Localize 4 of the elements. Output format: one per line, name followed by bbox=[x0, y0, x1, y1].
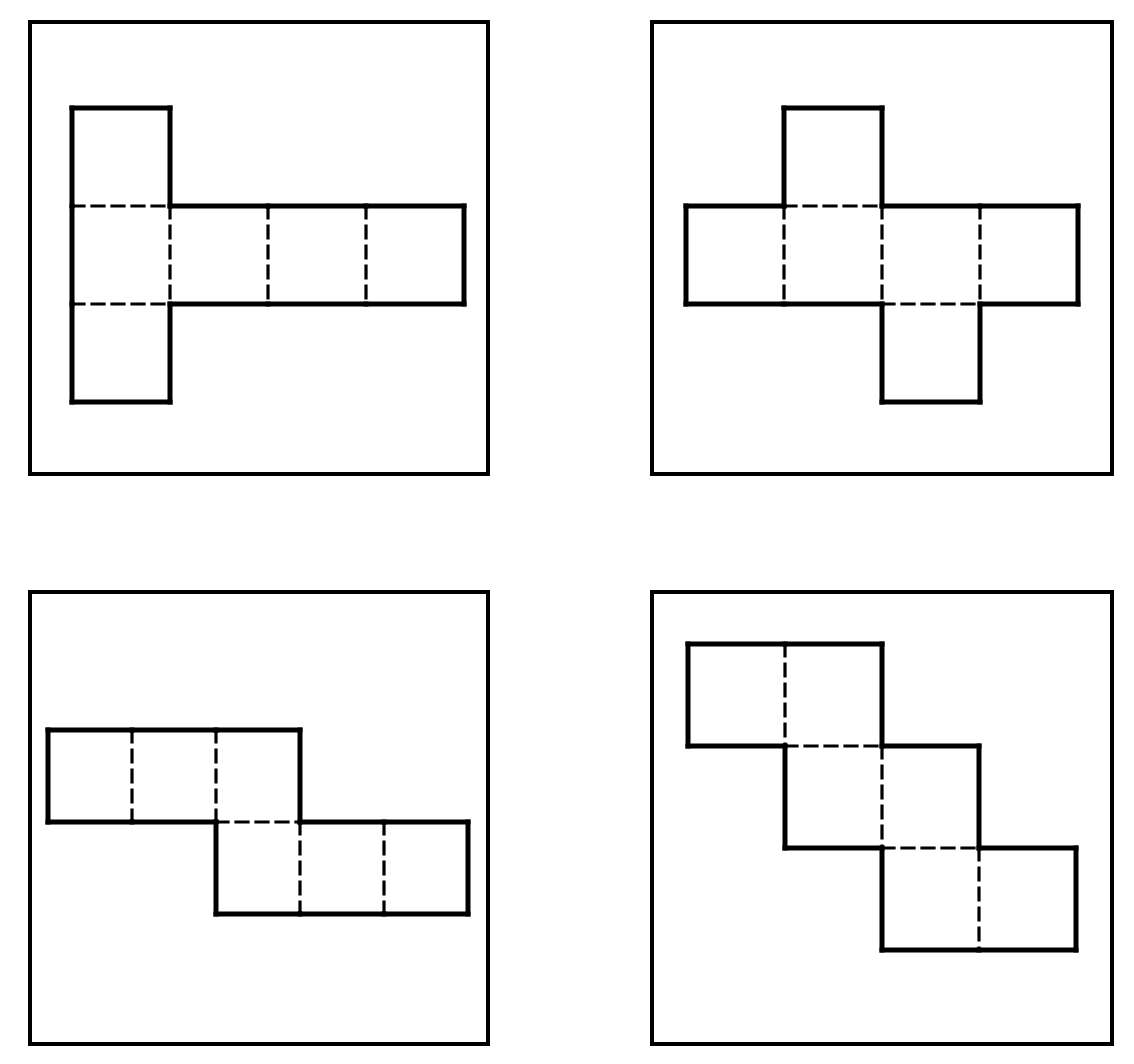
frame-box bbox=[650, 590, 1114, 1046]
frame-box bbox=[28, 590, 490, 1046]
frame-box bbox=[650, 20, 1114, 476]
frame-box bbox=[28, 20, 490, 476]
